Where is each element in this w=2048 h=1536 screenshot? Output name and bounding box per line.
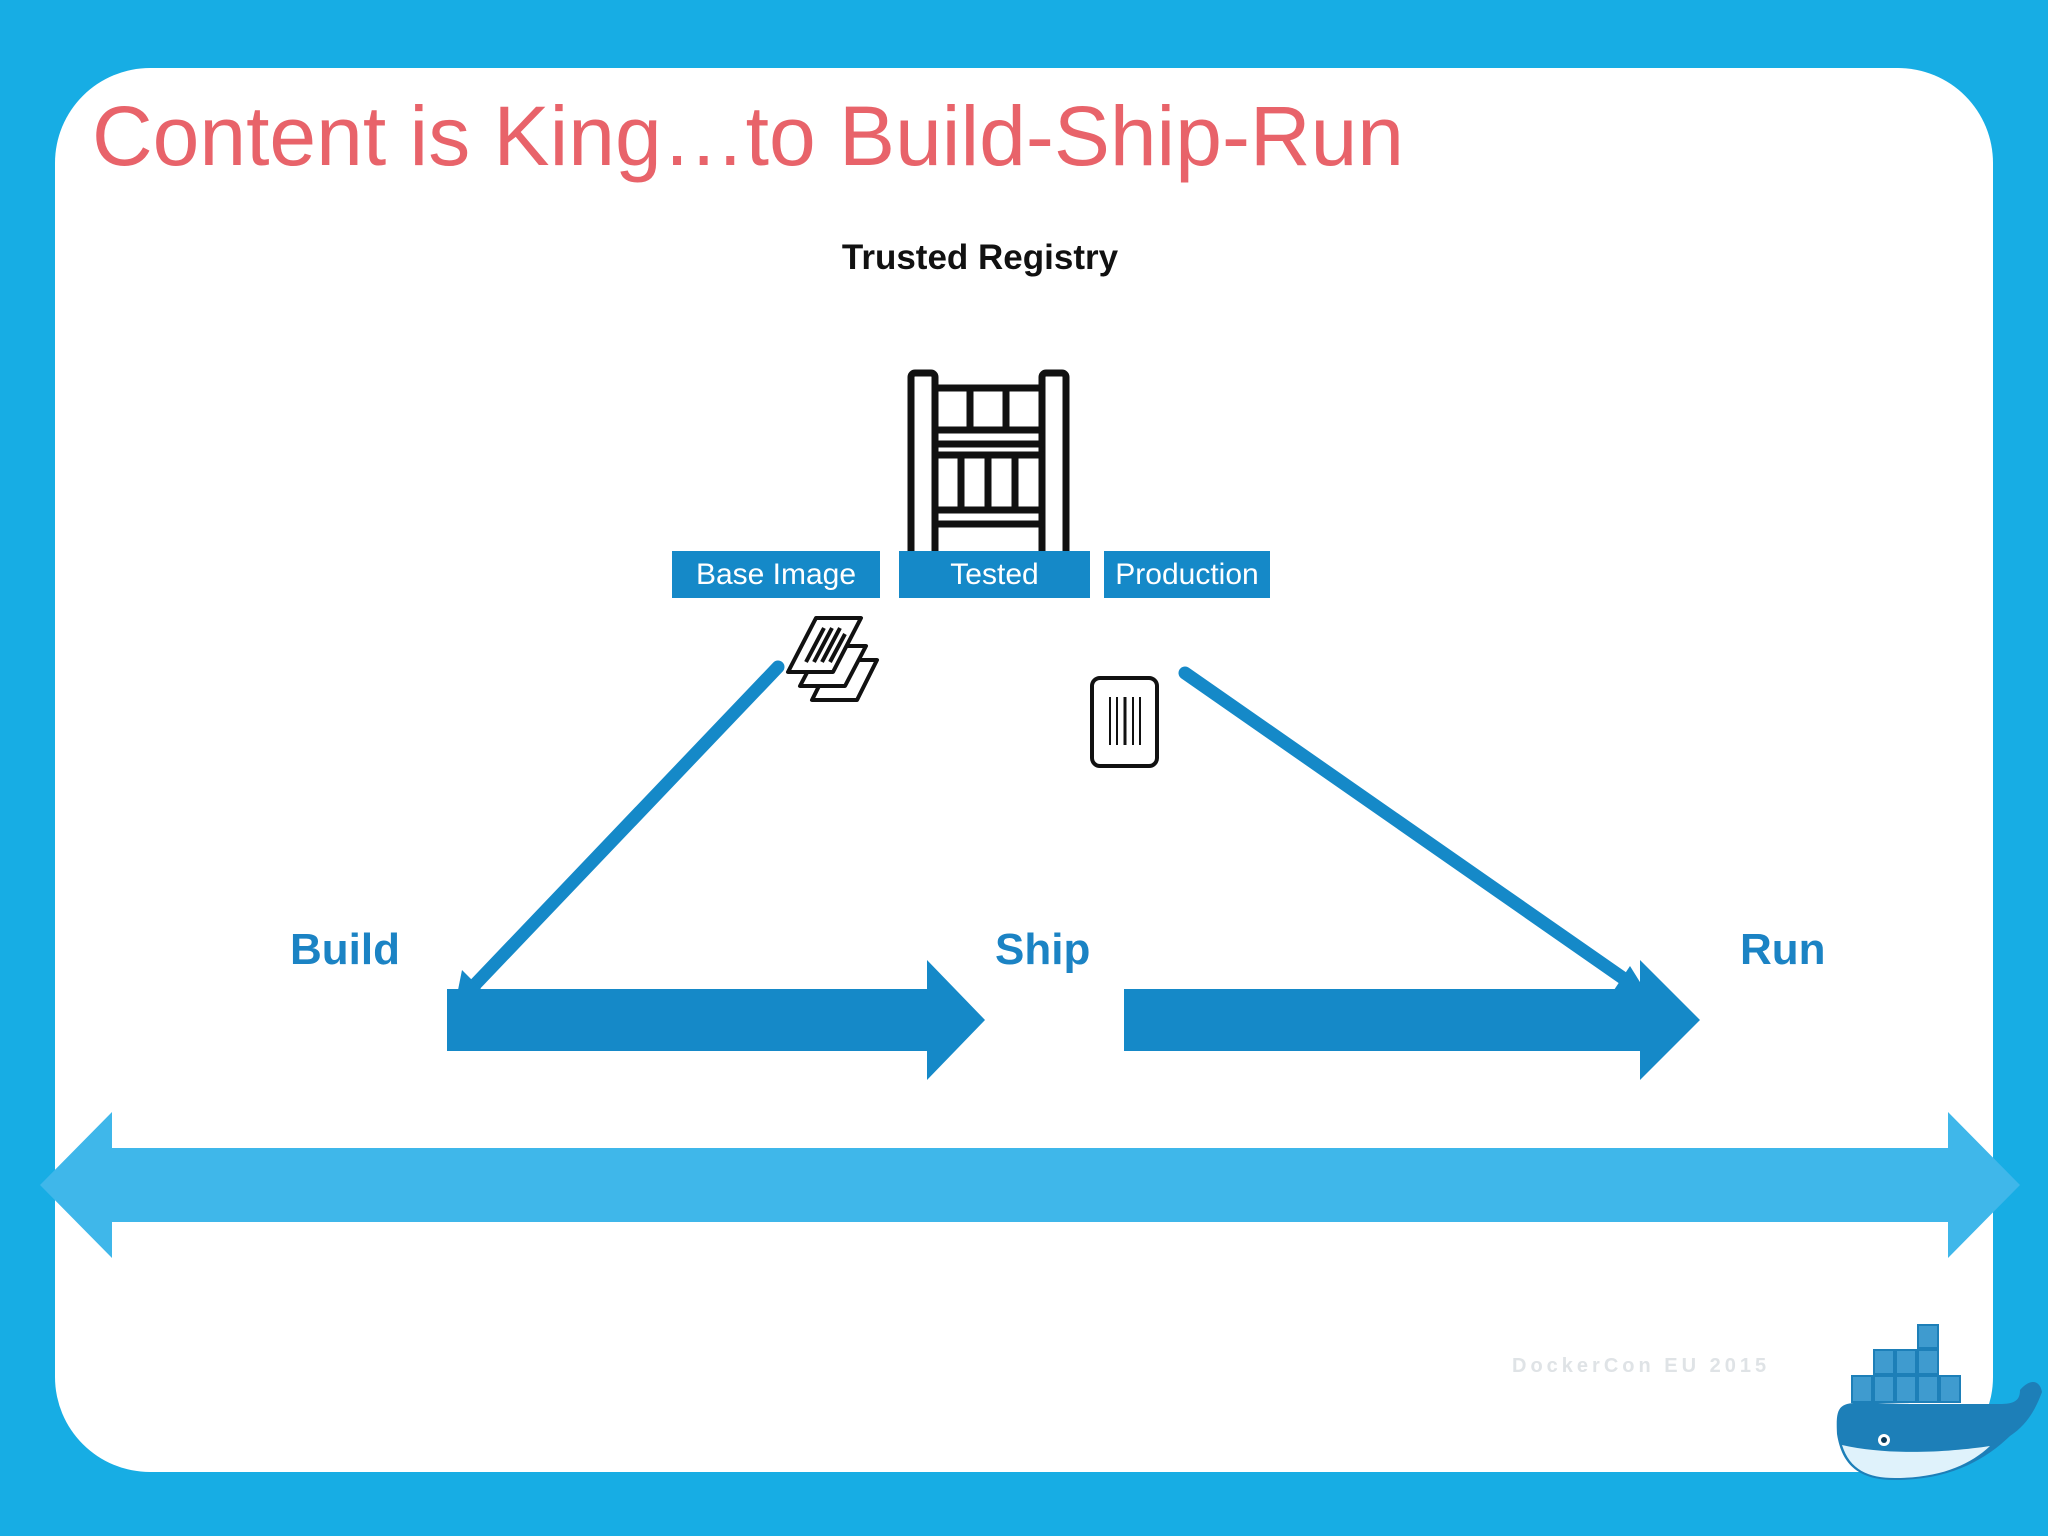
production-to-run-arrow	[1178, 666, 1648, 995]
build-to-ship-arrow	[447, 960, 985, 1080]
ship-to-run-arrow	[1124, 960, 1700, 1080]
stage-ship: Ship	[995, 925, 1091, 974]
tag-tested: Tested	[899, 551, 1090, 598]
stage-build: Build	[290, 925, 400, 974]
docker-whale-logo	[1836, 1324, 2042, 1480]
phase-test: Test	[647, 1087, 734, 1140]
tag-base-image: Base Image	[672, 551, 880, 598]
phase-development: Development	[177, 1087, 454, 1140]
stage-run: Run	[1740, 925, 1826, 974]
base-image-to-build-arrow	[455, 660, 785, 1005]
phase-scale-out: Scale Out	[1679, 1087, 1886, 1140]
page-title: Content is King…to Build-Ship-Run	[92, 89, 1405, 183]
shelf-rack-icon	[907, 369, 1070, 579]
trusted-registry-label: Trusted Registry	[841, 238, 1119, 277]
conference-footer: DockerCon EU 2015	[1512, 1355, 1771, 1377]
barcode-package-icon	[1090, 676, 1159, 768]
phase-production: Production	[1264, 1087, 1489, 1140]
tag-production: Production	[1104, 551, 1270, 598]
documents-stack-icon	[786, 616, 879, 702]
slide	[55, 68, 1993, 1472]
phase-staging: Staging	[907, 1087, 1067, 1140]
lifecycle-double-arrow	[40, 1112, 2020, 1258]
